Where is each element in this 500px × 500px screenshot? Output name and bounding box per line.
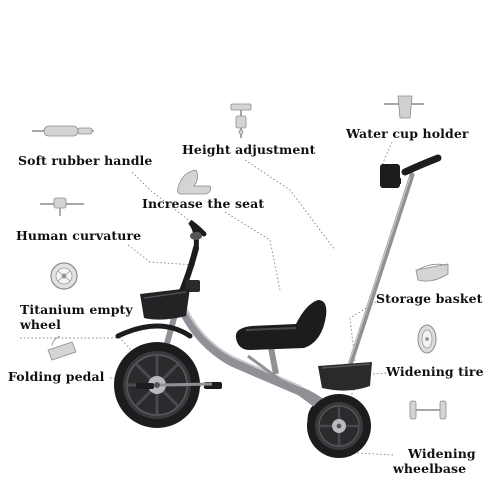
leader-water [381, 141, 393, 179]
cup-holder-icon [384, 95, 424, 119]
wheel-icon [50, 262, 78, 290]
label-folding-pedal: Folding pedal [8, 369, 105, 384]
label-water-cup-holder: Water cup holder [346, 126, 469, 141]
seat [235, 300, 327, 350]
leader-seat [224, 211, 281, 291]
handle-grip-icon [32, 125, 94, 137]
leader-lines [20, 141, 394, 456]
pedal-icon [47, 335, 77, 361]
cup-holder [380, 164, 400, 188]
basket-icon [415, 263, 449, 282]
leader-titanium-wheel [20, 337, 141, 361]
front-basket [140, 288, 190, 320]
label-widening-wheelbase-line2: wheelbase [393, 461, 467, 476]
push-bar [342, 172, 415, 383]
tricycle [114, 154, 442, 458]
front-fender [115, 323, 193, 339]
leader-widening-tire [344, 372, 387, 411]
leader-storage [349, 301, 377, 363]
label-widening-wheelbase-line1: Widening [408, 446, 476, 461]
curved-bar-icon [40, 197, 84, 216]
rear-support-bar [247, 354, 327, 416]
label-titanium-wheel-line2: wheel [20, 317, 62, 332]
seat-icon [177, 169, 211, 195]
leader-human-curvature [127, 244, 196, 266]
leader-soft-handle [131, 171, 196, 226]
label-increase-seat: Increase the seat [142, 196, 265, 211]
label-human-curvature: Human curvature [16, 228, 142, 243]
height-clamp-icon [230, 103, 252, 138]
leader-wheelbase [339, 451, 394, 456]
rear-basket [318, 362, 372, 391]
front-wheel [114, 342, 200, 428]
rear-wheel-right [307, 394, 371, 458]
label-height-adjustment: Height adjustment [182, 142, 316, 157]
leader-height [244, 159, 336, 251]
tire-icon [417, 324, 437, 354]
axle-icon [409, 400, 447, 420]
label-titanium-wheel-line1: Titanium empty [20, 302, 133, 317]
label-storage-basket: Storage basket [376, 291, 483, 306]
label-soft-rubber-handle: Soft rubber handle [18, 153, 153, 168]
push-bar-grip [401, 154, 442, 176]
label-widening-tire: Widening tire [386, 364, 484, 379]
